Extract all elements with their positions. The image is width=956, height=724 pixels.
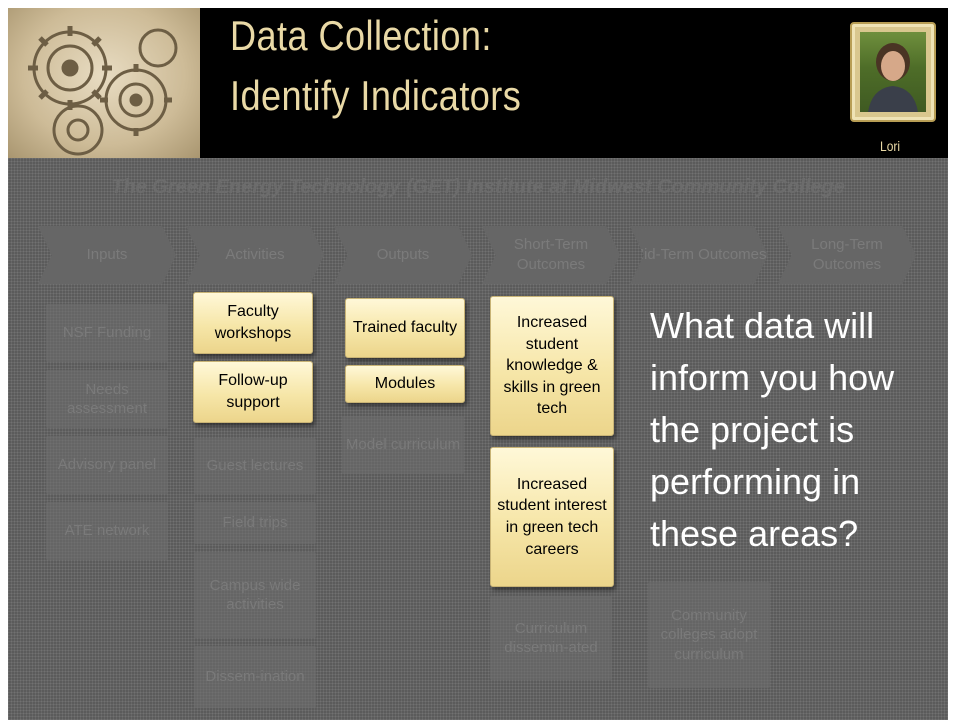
slide-subtitle: The Green Energy Technology (GET) Instit… xyxy=(111,176,845,198)
column-header-mid-term: Mid-Term Outcomes xyxy=(630,226,768,284)
slide-header: Data Collection: Identify Indicators Lor… xyxy=(8,8,948,158)
column-header-long-term: Long-Term Outcomes xyxy=(778,226,916,284)
faded-box-guest-lectures: Guest lectures xyxy=(194,438,316,494)
card-modules: Modules xyxy=(345,365,465,403)
column-header-inputs: Inputs xyxy=(38,226,176,284)
faded-box-nsf-funding: NSF Funding xyxy=(46,304,168,362)
card-increased-knowledge: Increased student knowledge & skills in … xyxy=(490,296,614,436)
faded-box-advisory-panel: Advisory panel xyxy=(46,436,168,494)
slide-title-line-1: Data Collection: xyxy=(230,12,492,59)
card-trained-faculty: Trained faculty xyxy=(345,298,465,358)
question-text: What data will inform you how the projec… xyxy=(650,305,895,554)
card-follow-up-support: Follow-up support xyxy=(193,361,313,423)
card-faculty-workshops: Faculty workshops xyxy=(193,292,313,354)
faded-box-curriculum-disseminated: Curriculum dissemin-ated xyxy=(490,596,612,680)
column-header-short-term: Short-Term Outcomes xyxy=(482,226,620,284)
column-header-outputs: Outputs xyxy=(334,226,472,284)
faded-box-needs-assessment: Needs assessment xyxy=(46,370,168,428)
gear-illustration xyxy=(8,8,200,158)
slide: Data Collection: Identify Indicators Lor… xyxy=(8,8,948,720)
presenter-photo xyxy=(860,32,926,112)
faded-box-campus-wide-activities: Campus wide activities xyxy=(194,552,316,638)
card-increased-interest: Increased student interest in green tech… xyxy=(490,447,614,587)
faded-box-field-trips: Field trips xyxy=(194,502,316,544)
column-header-activities: Activities xyxy=(186,226,324,284)
faded-box-model-curriculum: Model curriculum xyxy=(342,416,464,474)
presenter-photo-frame xyxy=(850,22,936,122)
presenter-name: Lori xyxy=(880,138,901,154)
faded-box-community-colleges-adopt: Community colleges adopt curriculum xyxy=(648,582,770,688)
faded-box-dissemination: Dissem-ination xyxy=(194,646,316,708)
slide-title-line-2: Identify Indicators xyxy=(230,72,522,119)
faded-box-ate-network: ATE network xyxy=(46,502,168,560)
